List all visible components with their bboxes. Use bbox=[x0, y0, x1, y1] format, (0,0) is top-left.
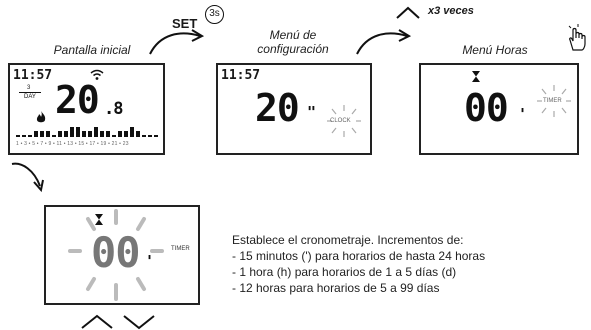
description-intro: Establece el cronometraje. Incrementos d… bbox=[232, 233, 464, 247]
hand-pointer-icon bbox=[568, 24, 586, 51]
hours-value: 00 bbox=[464, 86, 509, 130]
hours-side-mark: ' bbox=[518, 105, 527, 123]
wifi-icon bbox=[90, 68, 104, 86]
day-number: 3 bbox=[27, 85, 31, 91]
home-screen: 11:57 3 DAY 20 .8 1 • 3 • 5 • 7 • 9 • 11… bbox=[8, 63, 165, 155]
hour-axis: 1 • 3 • 5 • 7 • 9 • 11 • 13 • 15 • 17 • … bbox=[16, 141, 129, 147]
clock-blink-rays bbox=[327, 105, 361, 137]
timer-edit-value: 00 bbox=[91, 228, 141, 277]
config-value: 20 bbox=[255, 86, 300, 130]
hourglass-icon bbox=[95, 214, 103, 225]
description-block: Establece el cronometraje. Incrementos d… bbox=[232, 232, 587, 296]
home-temp-int: 20 bbox=[55, 78, 100, 122]
home-caption: Pantalla inicial bbox=[53, 43, 131, 57]
timer-edit-side-mark: ' bbox=[145, 252, 154, 270]
hourglass-icon bbox=[472, 71, 480, 82]
timer-badge: TIMER bbox=[543, 98, 562, 104]
curved-arrow-icon bbox=[11, 162, 44, 193]
set-button-label: SET bbox=[172, 16, 198, 31]
hours-screen: 00 ' TIMER bbox=[419, 63, 579, 155]
flame-icon bbox=[36, 111, 46, 129]
description-item: - 1 hora (h) para horarios de 1 a 5 días… bbox=[232, 265, 457, 279]
up-times-label: x3 veces bbox=[428, 5, 474, 17]
description-item: - 12 horas para horarios de 5 a 99 días bbox=[232, 281, 440, 295]
hour-bar-chart bbox=[16, 127, 158, 137]
day-label: DAY bbox=[24, 94, 36, 100]
home-time: 11:57 bbox=[13, 68, 53, 83]
clock-badge: CLOCK bbox=[330, 118, 351, 124]
config-time: 11:57 bbox=[221, 68, 261, 83]
curved-arrow-icon bbox=[149, 29, 205, 55]
curved-arrow-icon bbox=[356, 29, 412, 55]
up-arrow-icon bbox=[396, 6, 420, 19]
day-divider bbox=[19, 92, 41, 93]
hold-3s-badge: 3s bbox=[205, 5, 224, 24]
config-screen: 11:57 20 " CLOCK bbox=[216, 63, 372, 155]
timer-edit-screen: 00 ' TIMER bbox=[44, 205, 200, 305]
config-side-mark: " bbox=[307, 103, 316, 121]
home-temp-dec: .8 bbox=[104, 99, 124, 119]
down-arrow-icon bbox=[123, 315, 155, 330]
timer-edit-badge: TIMER bbox=[171, 246, 190, 252]
config-caption-line2: configuración bbox=[257, 42, 329, 56]
config-caption: Menú de configuración bbox=[218, 28, 368, 56]
description-item: - 15 minutos (') para horarios de hasta … bbox=[232, 249, 486, 263]
hours-caption: Menú Horas bbox=[462, 43, 528, 57]
up-arrow-icon bbox=[81, 314, 113, 329]
value-blink-rays bbox=[68, 209, 164, 301]
config-caption-line1: Menú de bbox=[269, 28, 317, 42]
timer-blink-rays bbox=[537, 85, 571, 117]
